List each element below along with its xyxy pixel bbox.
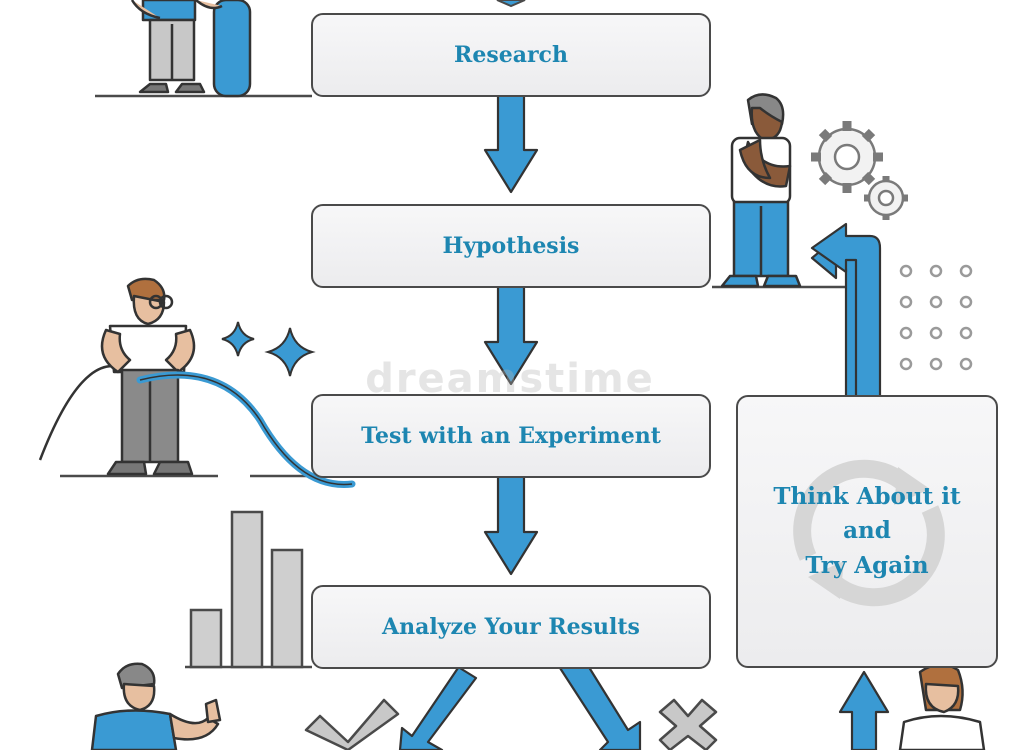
- step-research: Research: [311, 13, 711, 97]
- check-icon: [304, 698, 400, 750]
- think-line-1: Think About it: [773, 482, 961, 510]
- arrow-up-icon: [838, 670, 890, 750]
- sparkle-icon: [221, 321, 316, 377]
- step-label: Test with an Experiment: [361, 423, 661, 449]
- person-figure: [130, 0, 252, 98]
- step-label: Research: [454, 42, 568, 68]
- bar-chart-icon: [189, 510, 304, 669]
- arrow-left-down-icon: [398, 663, 478, 750]
- think-line-3: Try Again: [805, 551, 929, 579]
- step-label: Analyze Your Results: [382, 614, 640, 640]
- person-figure: [898, 663, 986, 750]
- gears-icon: [811, 121, 908, 220]
- arrow-down-icon: [483, 278, 539, 386]
- person-figure: [38, 277, 356, 488]
- arrow-down-icon: [483, 86, 539, 194]
- step-experiment: Test with an Experiment: [311, 394, 711, 478]
- step-hypothesis: Hypothesis: [311, 204, 711, 288]
- step-label: Hypothesis: [442, 233, 580, 259]
- dot-grid: [899, 264, 973, 371]
- step-think-again: Think About it and Try Again: [736, 395, 998, 668]
- loop-arrow-icon: [810, 222, 882, 410]
- refresh-icon: [793, 459, 945, 607]
- person-figure: [720, 93, 802, 288]
- step-analyze: Analyze Your Results: [311, 585, 711, 669]
- x-icon: [658, 698, 718, 750]
- person-figure: [90, 662, 222, 750]
- think-line-2: and: [843, 517, 891, 545]
- arrow-down-icon: [483, 468, 539, 576]
- arrow-down-icon: [496, 0, 526, 8]
- arrow-right-down-icon: [558, 654, 642, 750]
